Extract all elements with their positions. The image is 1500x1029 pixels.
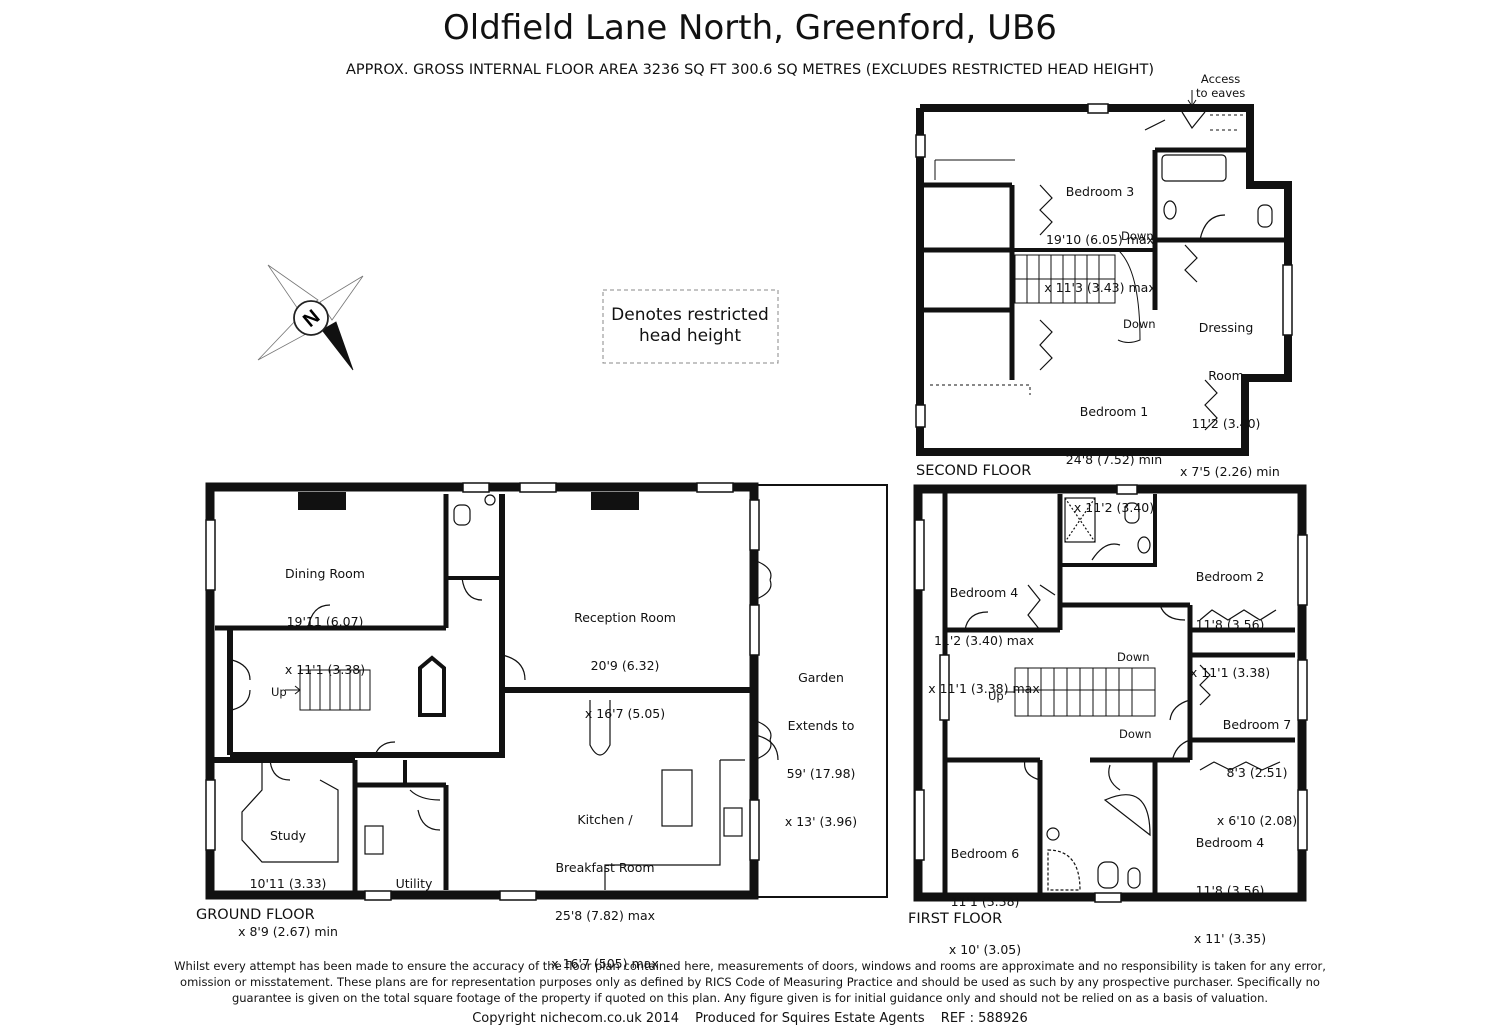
room-kitchen: Kitchen / Breakfast Room 25'8 (7.82) max…	[530, 780, 680, 988]
room-dimension: x 11'2 (3.40)	[1073, 500, 1155, 515]
second-floor-plan	[915, 90, 1293, 456]
access-line-2: to eaves	[1196, 86, 1246, 100]
room-study: Study 10'11 (3.33) x 8'9 (2.67) min	[238, 796, 338, 956]
room-dimension: 11'8 (3.56)	[1195, 617, 1265, 632]
first-floor-plan	[913, 484, 1308, 903]
room-name: Kitchen /	[577, 812, 633, 827]
room-dimension: 10'11 (3.33)	[249, 876, 327, 891]
room-name: Bedroom 7	[1222, 717, 1292, 732]
room-dressing: Dressing Room 11'2 (3.40) x 7'5 (2.26) m…	[1180, 288, 1280, 496]
disclaimer-text: Whilst every attempt has been made to en…	[174, 959, 1326, 1005]
stairs-down-label-second-bottom: Down	[1123, 317, 1156, 331]
room-dimension: x 16'7 (505) max	[551, 956, 659, 971]
legend-line-2: head height	[638, 326, 742, 346]
room-name: Bedroom 6	[950, 846, 1020, 861]
room-reception: Reception Room 20'9 (6.32) x 16'7 (5.05)	[560, 578, 690, 738]
room-dimension: 11'8 (3.56)	[1195, 883, 1265, 898]
access-line-1: Access	[1200, 72, 1241, 86]
restricted-height-legend: Denotes restricted head height	[604, 305, 776, 347]
room-name: Room	[1208, 368, 1244, 383]
room-utility: Utility	[392, 844, 436, 908]
room-bedroom-6: Bedroom 6 11'1 (3.38) x 10' (3.05)	[940, 814, 1030, 974]
second-floor-label: SECOND FLOOR	[916, 463, 1032, 479]
compass-icon	[257, 264, 364, 371]
room-name: Bedroom 2	[1195, 569, 1265, 584]
floor-area-subtitle: APPROX. GROSS INTERNAL FLOOR AREA 3236 S…	[345, 62, 1155, 78]
room-dimension: x 6'10 (2.08)	[1216, 813, 1298, 828]
room-name: Reception Room	[574, 610, 676, 625]
room-dimension: x 11'3 (3.43) max	[1044, 280, 1156, 295]
room-dimension: 8'3 (2.51)	[1226, 765, 1288, 780]
room-name: Dining Room	[285, 566, 365, 581]
room-dimension: 11'1 (3.38)	[950, 894, 1020, 909]
room-dimension: 11'2 (3.40) max	[933, 633, 1035, 648]
restricted-height-legend-box	[602, 289, 779, 364]
room-bedroom-4-second: Bedroom 4 11'8 (3.56) x 11' (3.35)	[1180, 803, 1280, 963]
room-garden: Garden Extends to 59' (17.98) x 13' (3.9…	[770, 638, 872, 846]
stairs-down-label-first-top: Down	[1117, 650, 1150, 664]
room-bedroom-2: Bedroom 2 11'8 (3.56) x 11'1 (3.38)	[1180, 537, 1280, 697]
room-dining: Dining Room 19'11 (6.07) x 11'1 (3.38)	[263, 534, 387, 694]
room-dimension: x 11'1 (3.38) max	[928, 681, 1040, 696]
stairs-down-label-first-bottom: Down	[1119, 727, 1152, 741]
room-name: Bedroom 3	[1065, 184, 1135, 199]
room-bedroom-7: Bedroom 7 8'3 (2.51) x 6'10 (2.08)	[1216, 685, 1298, 845]
room-dimension: 11'2 (3.40)	[1191, 416, 1261, 431]
room-dimension: x 7'5 (2.26) min	[1180, 464, 1280, 479]
room-dimension: x 8'9 (2.67) min	[238, 924, 338, 939]
room-name: Dressing	[1198, 320, 1254, 335]
access-to-eaves-label: Access to eaves	[1196, 72, 1245, 100]
ground-floor-plan	[205, 482, 888, 901]
room-name: Bedroom 4	[949, 585, 1019, 600]
room-dimension: 59' (17.98)	[786, 766, 856, 781]
reference-text: REF : 588926	[940, 1011, 1028, 1026]
legend-line-1: Denotes restricted	[611, 305, 769, 325]
room-dimension: 19'10 (6.05) max	[1045, 232, 1154, 247]
room-dimension: 19'11 (6.07)	[286, 614, 364, 629]
stairs-up-label-first: Up	[988, 689, 1004, 703]
first-floor-label: FIRST FLOOR	[908, 911, 1003, 927]
room-name: Bedroom 1	[1079, 404, 1149, 419]
room-dimension: Extends to	[787, 718, 855, 733]
room-name: Study	[269, 828, 307, 843]
room-dimension: x 11'1 (3.38)	[284, 662, 366, 677]
room-bedroom-3: Bedroom 3 19'10 (6.05) max x 11'3 (3.43)…	[1040, 152, 1160, 312]
stairs-down-label-second-top: Down	[1121, 229, 1154, 243]
room-dimension: 25'8 (7.82) max	[554, 908, 656, 923]
room-dimension: x 11' (3.35)	[1193, 931, 1267, 946]
room-dimension: x 13' (3.96)	[784, 814, 858, 829]
room-bedroom-1: Bedroom 1 24'8 (7.52) min x 11'2 (3.40)	[1058, 372, 1170, 532]
produced-for-text: Produced for Squires Estate Agents	[695, 1011, 925, 1026]
room-dimension: 24'8 (7.52) min	[1065, 452, 1163, 467]
room-name: Garden	[798, 670, 844, 685]
room-name: Breakfast Room	[555, 860, 655, 875]
room-dimension: x 11'1 (3.38)	[1189, 665, 1271, 680]
ground-floor-label: GROUND FLOOR	[196, 907, 315, 923]
room-dimension: x 10' (3.05)	[948, 942, 1022, 957]
room-name: Bedroom 4	[1195, 835, 1265, 850]
room-dimension: 20'9 (6.32)	[590, 658, 660, 673]
footer: Copyright nichecom.co.uk 2014 Produced f…	[0, 1011, 1500, 1026]
copyright-text: Copyright nichecom.co.uk 2014	[472, 1011, 679, 1026]
room-name: Utility	[395, 876, 433, 891]
room-bedroom-4-first: Bedroom 4 11'2 (3.40) max x 11'1 (3.38) …	[928, 553, 1040, 713]
stairs-up-label-ground: Up	[271, 685, 287, 699]
page-title: Oldfield Lane North, Greenford, UB6	[443, 8, 1057, 48]
room-dimension: x 16'7 (5.05)	[584, 706, 666, 721]
